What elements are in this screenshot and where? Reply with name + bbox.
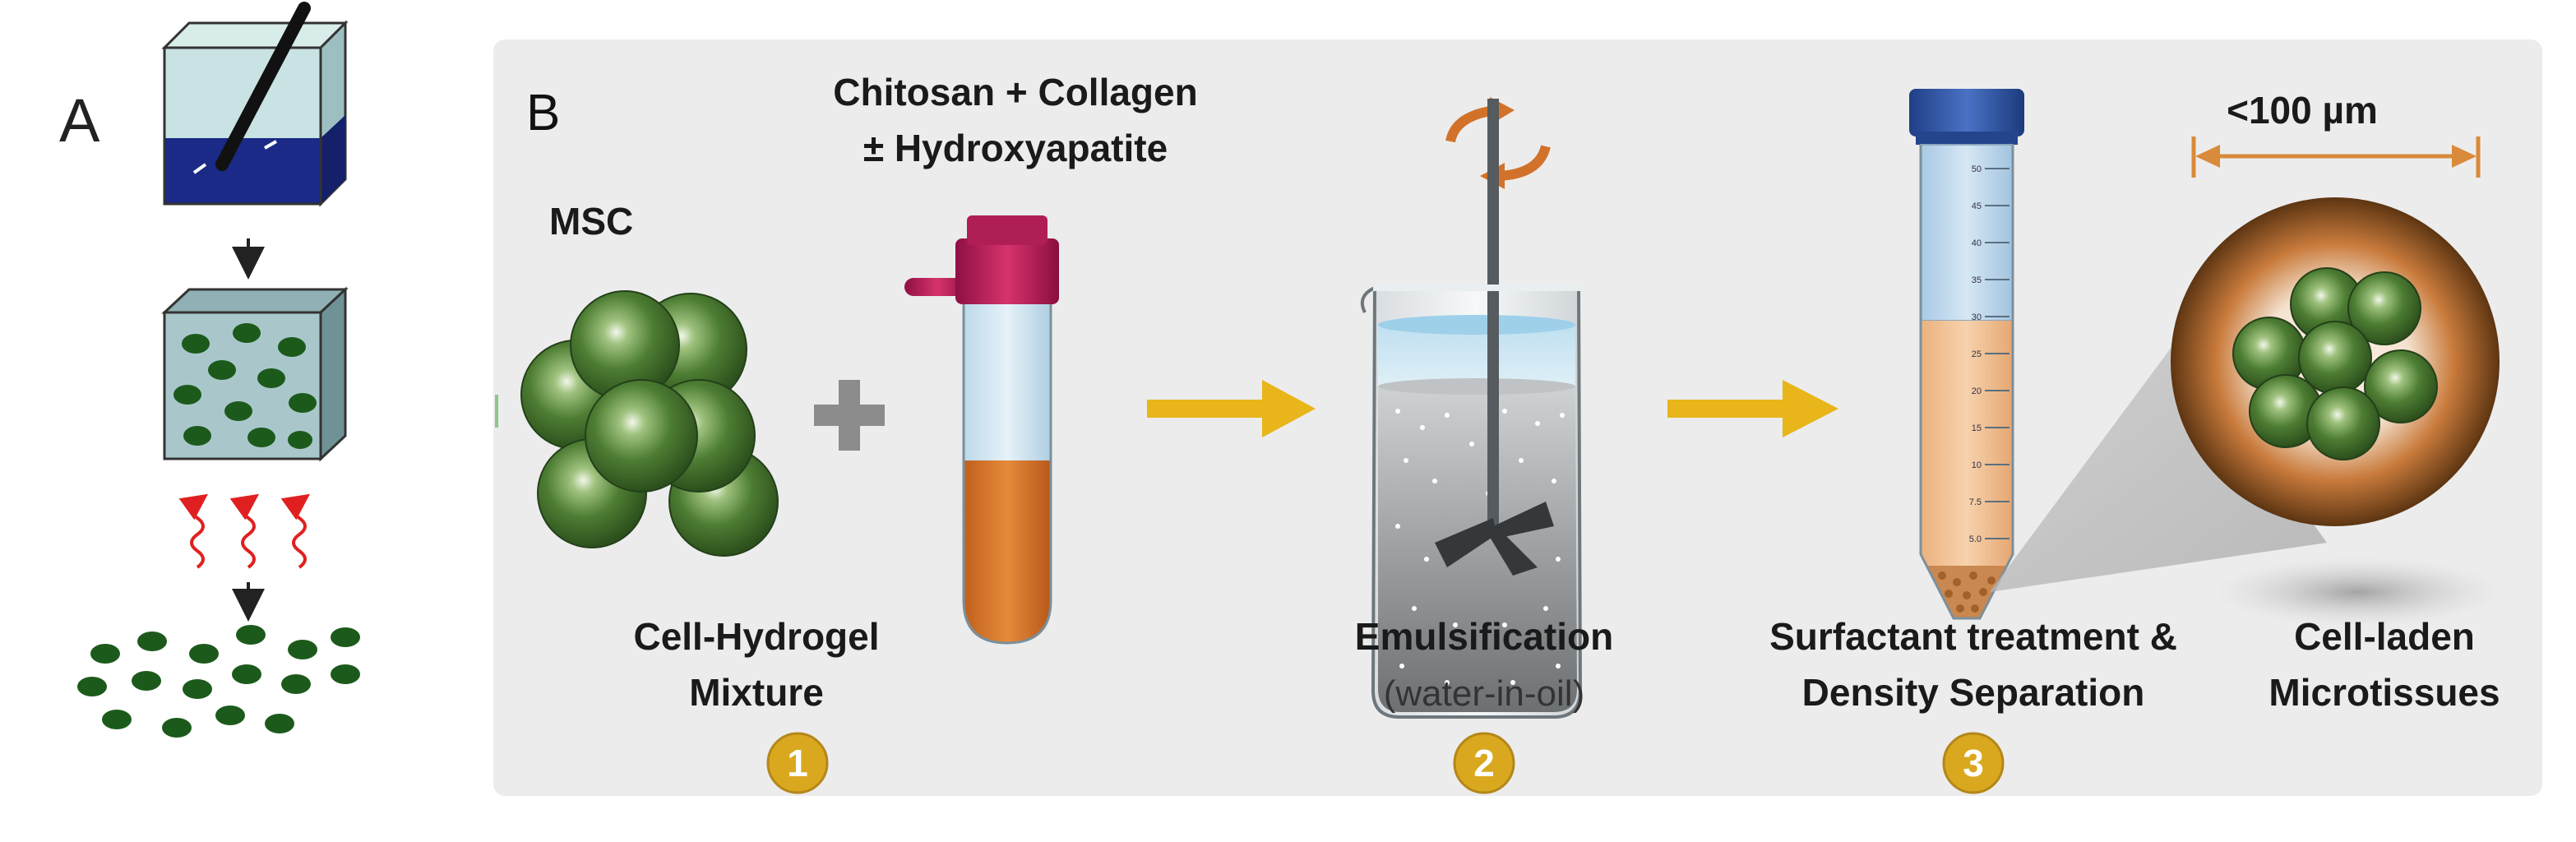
tube-tick-label: 50 bbox=[1972, 164, 1982, 174]
tube-tick-label: 25 bbox=[1972, 349, 1982, 359]
step2-label-line1: Emulsification bbox=[1355, 615, 1613, 658]
heat-wave-icons bbox=[178, 493, 311, 569]
tube-tick-label: 5.0 bbox=[1969, 534, 1982, 544]
step2-number: 2 bbox=[1473, 742, 1495, 784]
tube-tick-label: 15 bbox=[1972, 423, 1982, 433]
panel-b: B MSC Chitosan + Collagen ± Hydroxyapati… bbox=[493, 39, 2542, 796]
panel-a-label: A bbox=[59, 86, 100, 155]
tube-tick-label: 10 bbox=[1972, 460, 1982, 470]
process-arrow-2-icon bbox=[1667, 380, 1838, 437]
test-tube-icon bbox=[904, 215, 1059, 645]
impeller-icon bbox=[1435, 502, 1554, 576]
result-label-line2: Microtissues bbox=[2268, 671, 2500, 714]
hydrogel-label-line1: Chitosan + Collagen bbox=[833, 71, 1197, 113]
cube-gel-with-cells bbox=[161, 286, 349, 462]
stirring-rod bbox=[215, 2, 311, 171]
process-arrow-1-icon bbox=[1147, 380, 1316, 437]
tube-tick-label: 40 bbox=[1972, 238, 1982, 248]
pellet-particles bbox=[1938, 571, 1996, 613]
step3-label-line1: Surfactant treatment & bbox=[1769, 615, 2177, 658]
size-label: <100 µm bbox=[2227, 89, 2378, 132]
rotation-arrow-icon bbox=[192, 163, 207, 174]
tube-graduations: 50 45 40 35 30 25 20 15 10 7.5 5.0 bbox=[1969, 164, 2009, 544]
tube-tick-label: 30 bbox=[1972, 312, 1982, 322]
step1-label-line2: Mixture bbox=[689, 671, 824, 714]
panel-a: A bbox=[59, 2, 360, 738]
cube-liquid-with-rod bbox=[161, 2, 349, 207]
tube-tick-label: 20 bbox=[1972, 386, 1982, 396]
msc-label: MSC bbox=[549, 200, 633, 243]
step3-number: 3 bbox=[1963, 742, 1984, 784]
step1-label-line1: Cell-Hydrogel bbox=[633, 615, 879, 658]
tube-tick-label: 7.5 bbox=[1969, 497, 1982, 507]
hydrogel-label-line2: ± Hydroxyapatite bbox=[863, 127, 1168, 169]
magnification-cone bbox=[1990, 337, 2327, 592]
tube-tick-label: 45 bbox=[1972, 201, 1982, 211]
centrifuge-tube-icon: 50 45 40 35 30 25 20 15 10 7.5 5.0 bbox=[1909, 89, 2024, 620]
tube-tick-label: 35 bbox=[1972, 275, 1982, 285]
beaker-icon bbox=[1361, 99, 1583, 719]
step1-number: 1 bbox=[787, 742, 808, 784]
size-dimension: <100 µm bbox=[2191, 89, 2481, 178]
step3-badge: 3 bbox=[1942, 732, 2005, 794]
step2-badge: 2 bbox=[1453, 732, 1515, 794]
step3-label-line2: Density Separation bbox=[1802, 671, 2145, 714]
released-microtissues bbox=[77, 625, 360, 738]
microtissue-sphere bbox=[2171, 197, 2500, 526]
step2-label-line2: (water-in-oil) bbox=[1384, 673, 1584, 714]
encapsulated-cells bbox=[173, 323, 317, 449]
plus-icon bbox=[814, 380, 885, 451]
panel-b-label: B bbox=[526, 85, 560, 141]
step1-badge: 1 bbox=[766, 732, 829, 794]
microtissue-shadow bbox=[2214, 557, 2502, 627]
msc-cell-cluster bbox=[520, 290, 779, 557]
result-label-line1: Cell-laden bbox=[2294, 615, 2475, 658]
